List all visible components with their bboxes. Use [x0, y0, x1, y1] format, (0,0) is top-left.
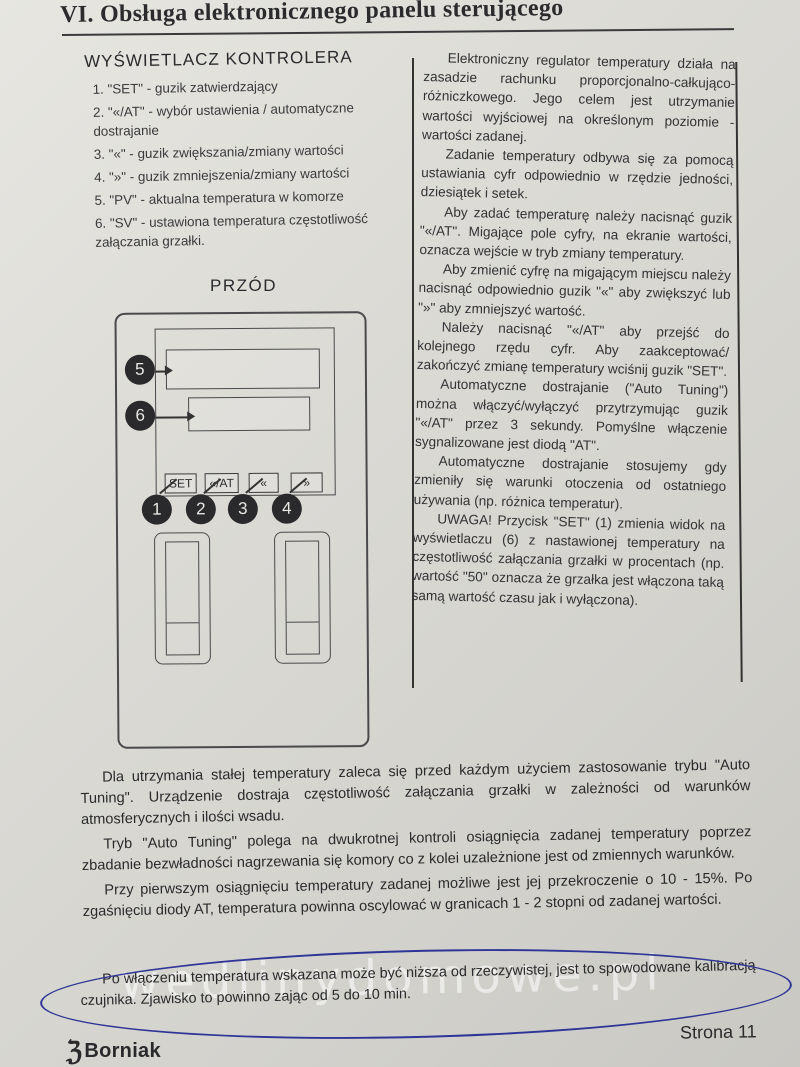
body-paragraph: Dla utrzymania stałej temperatury zaleca… [80, 757, 751, 828]
sv-screen [188, 396, 311, 432]
warning-paragraph: UWAGA! Przycisk "SET" (1) zmienia widok … [411, 511, 726, 608]
page-number: Strona 11 [679, 1021, 757, 1043]
controller-diagram: SET «/AT « » 5 6 1 2 3 4 [114, 311, 370, 749]
callout-4: 4 [271, 493, 302, 524]
controller-heading: WYŚWIETLACZ KONTROLERA [84, 47, 353, 71]
callout-3: 3 [227, 493, 258, 525]
callout-6-arrowhead [187, 411, 196, 422]
left-switch [154, 532, 211, 665]
right-switch-rocker [285, 540, 320, 655]
display-frame: SET «/AT « » [154, 327, 336, 497]
controller-legend-section: WYŚWIETLACZ KONTROLERA 1. "SET" - guzik … [84, 46, 410, 256]
brand-mark-icon: ℨ [66, 1036, 83, 1066]
body-paragraph: Przy pierwszym osiągnięciu temperatury z… [82, 870, 753, 920]
right-switch [274, 531, 331, 664]
pv-screen [165, 348, 321, 390]
right-switch-line [286, 621, 319, 624]
instruction-paragraph: Elektroniczny regulator temperatury dzia… [421, 50, 736, 145]
callout-2: 2 [185, 494, 216, 525]
up-button: « [248, 472, 279, 493]
instruction-paragraph: Automatyczne dostrajanie ("Auto Tuning")… [414, 376, 729, 454]
instruction-paragraph: Zadanie temperatury odbywa się za pomocą… [420, 146, 734, 202]
left-switch-line [166, 622, 199, 624]
callout-1: 1 [141, 494, 172, 525]
legend-item-pv: 5. "PV" - aktualna temperatura w komorze [94, 188, 344, 208]
callout-6: 6 [125, 400, 156, 431]
body-paragraph: Tryb "Auto Tuning" polega na dwukrotnej … [81, 824, 752, 874]
instruction-paragraph: Aby zmienić cyfrę na migającym miejscu n… [417, 261, 732, 319]
legend-item-down: 4. "»" - guzik zmniejszenia/zmiany warto… [94, 165, 350, 185]
legend-item-at: 2. "«/AT" - wybór ustawienia / automatyc… [92, 100, 354, 139]
callout-5-arrowhead [164, 365, 173, 376]
right-margin-line [735, 62, 743, 682]
column-divider [412, 58, 414, 688]
auto-tuning-text: Dla utrzymania stałej temperatury zaleca… [80, 755, 753, 927]
down-button: » [290, 472, 323, 493]
instruction-paragraph: Należy nacisnąć "«/AT" aby przejść do ko… [416, 319, 730, 380]
legend-item-up: 3. "«" - guzik zwiększania/zmiany wartoś… [93, 142, 344, 162]
instruction-paragraph: Automatyczne dostrajanie stosujemy gdy z… [413, 453, 727, 512]
legend-item-set: 1. "SET" - guzik zatwierdzający [92, 78, 278, 97]
front-label: PRZÓD [210, 276, 277, 295]
instructions-column: Elektroniczny regulator temperatury dzia… [411, 48, 736, 612]
callout-5: 5 [124, 354, 155, 385]
section-title: VI. Obsługa elektronicznego panelu steru… [60, 0, 564, 28]
legend-item-sv: 6. "SV" - ustawiona temperatura częstotl… [94, 211, 369, 250]
callout-6-arrow [155, 416, 190, 419]
left-switch-rocker [165, 541, 200, 656]
brand-name: Borniak [84, 1040, 161, 1062]
title-underline [62, 28, 734, 36]
at-button: «/AT [204, 473, 239, 494]
legend-list: 1. "SET" - guzik zatwierdzający 2. "«/AT… [84, 74, 409, 252]
instruction-paragraph: Aby zadać temperaturę należy nacisnąć gu… [419, 204, 733, 263]
